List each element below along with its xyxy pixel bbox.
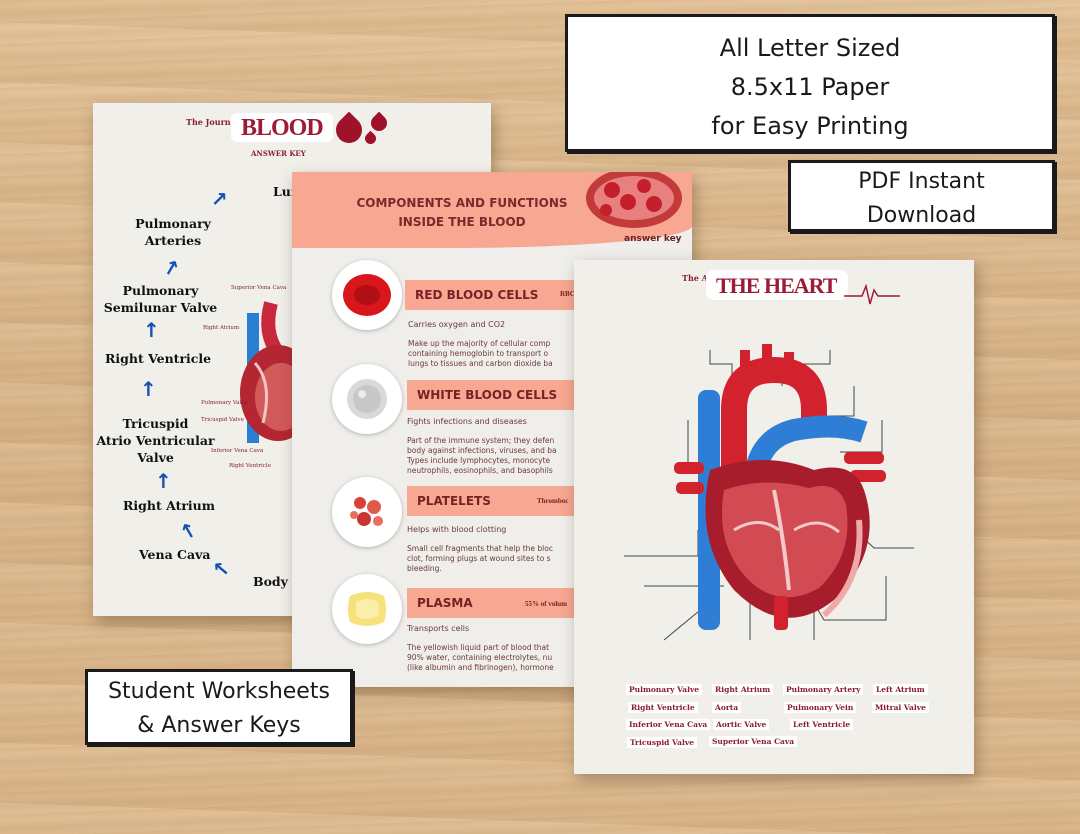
term-inferior-vena-cava: Inferior Vena Cava [626,719,711,730]
term-left-atrium: Left Atrium [873,684,928,695]
journey-answer-key: ANSWER KEY [251,149,306,158]
platelets-summary: Helps with blood clotting [407,525,507,534]
heart-illustration-partial [240,301,293,443]
step-tricuspid-valve: Tricuspid Atrio Ventricular Valve [96,416,215,465]
wbc-icon [347,379,387,419]
step-vena-cava: Vena Cava [139,547,211,562]
student-worksheets-callout: Student Worksheets & Answer Keys [85,669,353,745]
journey-title-big: BLOOD [231,113,333,142]
arrow-up-icon: ↑ [155,469,172,493]
blood-drop-icon [330,111,368,149]
side-label: Inferior Vena Cava [211,448,264,454]
arrow-up-right-icon: ↑ [158,253,185,283]
rbc-summary: Carries oxygen and CO2 [408,320,506,329]
plasma-icon [348,592,386,626]
term-aorta: Aorta [712,702,742,713]
white-blood-cell-image [332,364,402,434]
term-pulmonary-artery: Pulmonary Artery [783,684,864,695]
arrow-up-icon: ↑ [140,377,157,401]
arrow-up-right-icon: ↑ [204,184,234,214]
side-label: Superior Vena Cava [231,285,287,291]
heart-diagram [624,344,914,641]
plasma-summary: Transports cells [407,624,470,633]
arrow-up-left-icon: ↑ [206,554,236,584]
blood-drop-icon [362,130,379,147]
plasma-description: The yellowish liquid part of blood that … [407,643,554,672]
step-pulmonary-semilunar: Pulmonary Semilunar Valve [103,283,218,315]
red-blood-cell-image [332,260,402,330]
pdf-download-callout: PDF Instant Download [788,160,1055,232]
journey-title-small: The Journey of [186,117,252,127]
plasma-tag: 55% of volum [525,600,567,608]
platelets-icon [350,497,383,526]
term-pulmonary-valve: Pulmonary Valve [626,684,703,695]
arrow-up-icon: ↑ [143,318,160,342]
platelets-tag: Thromboc [537,497,569,505]
components-answer-key: answer key [624,234,682,244]
step-body-tissues: Body T [253,574,302,589]
step-right-atrium: Right Atrium [123,498,215,513]
term-mitral-valve: Mitral Valve [872,702,929,713]
plasma-image [332,574,402,644]
term-tricuspid-valve: Tricuspid Valve [627,737,697,748]
step-pulmonary-arteries: Pulmonary Arteries [135,216,211,248]
term-aortic-valve: Aortic Valve [713,719,770,730]
rbc-tag: RBC [560,290,575,298]
side-label: Right Ventricle [229,463,271,469]
components-title: COMPONENTS AND FUNCTIONS INSIDE THE BLOO… [356,196,568,229]
term-right-ventricle: Right Ventricle [628,702,698,713]
side-label: Right Atrium [203,325,240,331]
heart-anatomy-sheet: The Anatomy of THE HEART [574,260,974,774]
platelets-image [332,477,402,547]
rbc-icon [343,274,391,316]
side-label: Pulmonary Valve [201,400,248,406]
term-superior-vena-cava: Superior Vena Cava [709,736,798,747]
side-label: Tricuspid Valve [201,417,244,423]
platelets-description: Small cell fragments that help the bloc … [407,544,553,573]
term-right-atrium: Right Atrium [712,684,774,695]
blood-vessel-illustration [586,172,682,228]
step-right-ventricle: Right Ventricle [105,351,212,366]
rbc-description: Make up the majority of cellular comp co… [408,339,553,368]
wbc-description: Part of the immune system; they defen bo… [407,436,557,475]
term-pulmonary-vein: Pulmonary Vein [784,702,857,713]
term-left-ventricle: Left Ventricle [790,719,854,730]
arrow-up-left-icon: ↑ [175,516,202,546]
heartbeat-line-icon [844,284,900,305]
heart-title-big: THE HEART [706,270,849,300]
wbc-summary: Fights infections and diseases [407,417,527,426]
letter-size-callout: All Letter Sized 8.5x11 Paper for Easy P… [565,14,1055,152]
